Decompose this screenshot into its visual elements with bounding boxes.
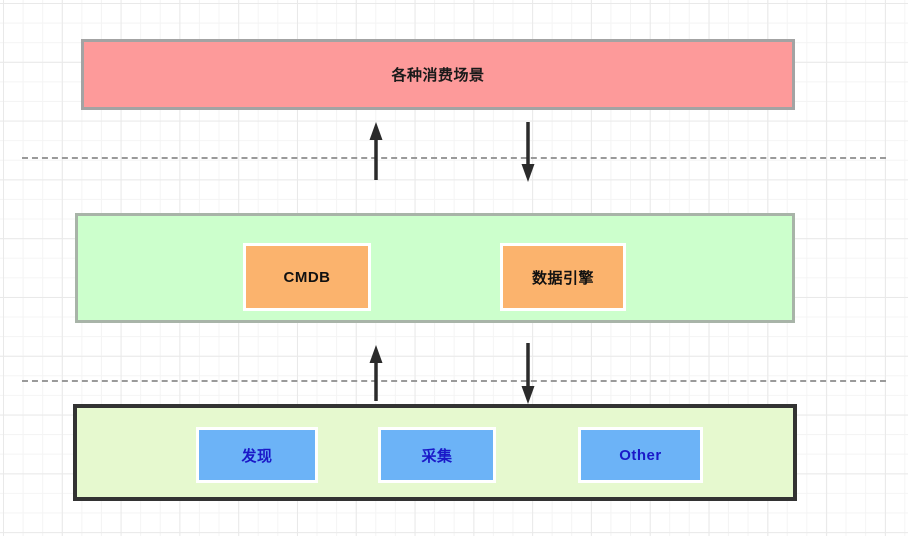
node-other[interactable]: Other: [578, 427, 703, 483]
node-collect-label: 采集: [421, 447, 453, 465]
node-cmdb[interactable]: CMDB: [243, 243, 371, 311]
upper-up-arrow: [369, 122, 383, 180]
node-discovery[interactable]: 发现: [196, 427, 318, 483]
node-data-engine[interactable]: 数据引擎: [500, 243, 626, 311]
layer-consumption-label: 各种消费场景: [391, 67, 485, 84]
lower-down-arrow: [521, 343, 535, 404]
node-other-label: Other: [619, 446, 662, 464]
node-collect[interactable]: 采集: [378, 427, 496, 483]
lower-divider: [22, 380, 886, 382]
lower-up-arrow: [369, 345, 383, 401]
node-data-engine-label: 数据引擎: [531, 269, 594, 287]
layer-platform[interactable]: [75, 213, 795, 323]
node-cmdb-label: CMDB: [283, 268, 331, 286]
upper-divider: [22, 157, 886, 159]
node-discovery-label: 发现: [241, 447, 273, 465]
layer-consumption-scenarios[interactable]: 各种消费场景: [81, 39, 795, 110]
upper-down-arrow: [521, 122, 535, 182]
